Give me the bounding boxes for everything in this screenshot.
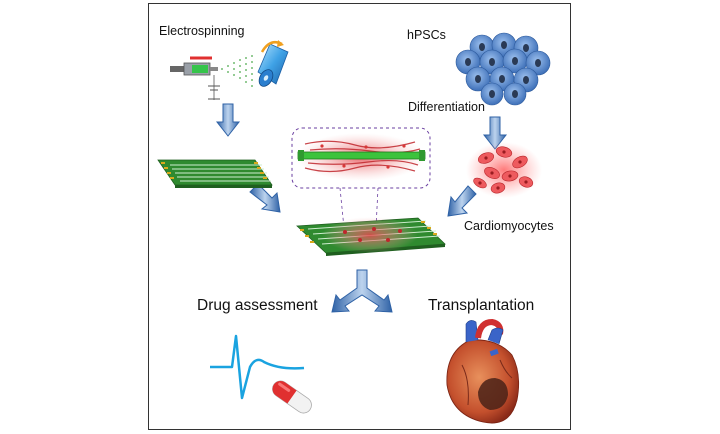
arrow-diag-left [249,183,281,213]
arrow-down-right [482,116,508,150]
electrospinning-label: Electrospinning [159,24,245,38]
scaffold-chip-icon [157,159,273,188]
arrow-down-left [215,103,241,137]
arrow-split [331,269,393,313]
cardiomyocytes-label: Cardiomyocytes [464,219,554,233]
heart-icon [446,318,520,424]
drug-assessment-label: Drug assessment [197,297,318,314]
differentiation-label: Differentiation [408,100,485,114]
hpscs-label: hPSCs [407,28,446,42]
pill-capsule-icon [272,380,312,414]
collector-drum-icon [257,40,289,87]
syringe-icon [170,56,220,100]
zoom-lines [339,187,379,229]
ecg-trace-icon [210,334,305,400]
transplantation-label: Transplantation [428,297,535,314]
magnified-fiber-icon [291,127,431,189]
cardiomyocytes-icon [466,142,542,198]
fiber-jet-icon [221,55,253,87]
arrow-diag-right [447,185,477,217]
seeded-chip-icon [296,217,446,256]
stem-cells-icon [455,32,551,106]
